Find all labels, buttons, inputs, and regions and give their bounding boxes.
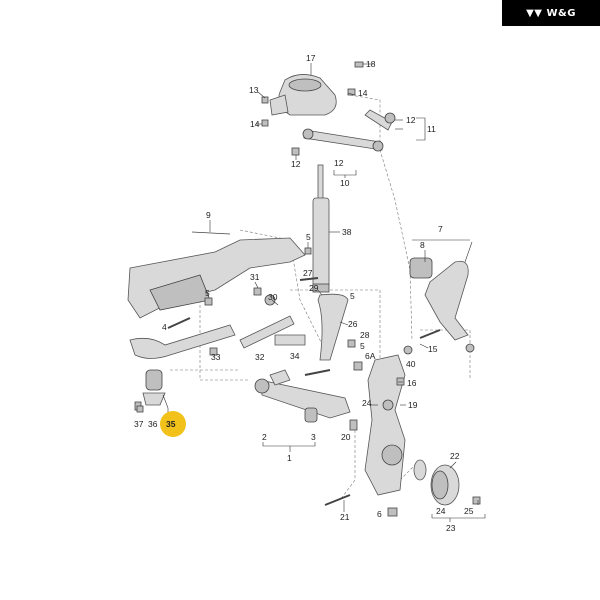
callout-3: 3: [311, 432, 316, 442]
callout-31: 31: [250, 272, 260, 282]
callout-8: 8: [420, 240, 425, 250]
callout-12-mid: 12: [334, 158, 344, 168]
logo-mark: ▼▼: [526, 7, 543, 19]
wheel-hub: [413, 459, 460, 506]
group-brackets: [262, 117, 486, 522]
callout-17: 17: [306, 53, 316, 63]
callout-5-bottom: 5: [360, 341, 365, 351]
callout-27: 27: [303, 268, 313, 278]
steering-knuckle: [364, 354, 406, 496]
callout-14-top: 14: [358, 88, 368, 98]
logo-text: W&G: [546, 7, 576, 19]
bolts: [136, 61, 481, 517]
callout-9: 9: [206, 210, 211, 220]
callout-23: 23: [446, 523, 456, 533]
callout-5-top: 5: [306, 232, 311, 242]
callout-29: 29: [309, 283, 319, 293]
callout-35: 35: [166, 419, 176, 429]
callout-24-upper: 24: [362, 398, 372, 408]
callout-5-left: 5: [205, 288, 210, 298]
shock-absorber: [312, 164, 330, 293]
highlight-circle: [160, 411, 186, 437]
callout-26: 26: [348, 319, 358, 329]
callout-12-left: 12: [291, 159, 301, 169]
callout-25: 25: [464, 506, 474, 516]
callout-38: 38: [342, 227, 352, 237]
link-arms: [239, 293, 349, 361]
callout-7: 7: [438, 224, 443, 234]
callout-10: 10: [340, 178, 350, 188]
callout-6: 6: [377, 509, 382, 519]
callout-22: 22: [450, 451, 460, 461]
callout-37: 37: [134, 419, 144, 429]
callout-1: 1: [287, 453, 292, 463]
callout-4: 4: [162, 322, 167, 332]
callout-16: 16: [407, 378, 417, 388]
callout-36: 36: [148, 419, 158, 429]
strut-top-mount: [269, 74, 337, 116]
callout-labels: 17 18 13 14 14 12 11 12 12 10 9 38 5 7 8…: [134, 53, 474, 533]
callout-21: 21: [340, 512, 350, 522]
callout-30: 30: [268, 292, 278, 302]
callout-15: 15: [428, 344, 438, 354]
leader-lines: [162, 63, 479, 512]
brand-logo: ▼▼ W&G: [502, 0, 600, 26]
callout-6a: 6A: [365, 351, 376, 361]
callout-13: 13: [249, 85, 259, 95]
callout-28: 28: [360, 330, 370, 340]
callout-32: 32: [255, 352, 265, 362]
callout-2: 2: [262, 432, 267, 442]
bushing-part-35: [134, 369, 166, 411]
callout-33: 33: [211, 352, 221, 362]
callout-12-right: 12: [406, 115, 416, 125]
callout-11: 11: [427, 124, 436, 134]
front-wishbone: [409, 257, 469, 341]
callout-24-lower: 24: [436, 506, 446, 516]
callout-40: 40: [406, 359, 416, 369]
upper-control-arms: [302, 109, 396, 152]
callout-34: 34: [290, 351, 300, 361]
callout-18: 18: [366, 59, 376, 69]
callout-14-left: 14: [250, 119, 260, 129]
callout-19: 19: [408, 400, 418, 410]
callout-5-right: 5: [350, 291, 355, 301]
lower-control-arms: [254, 369, 351, 423]
front-subframe: [127, 237, 306, 359]
callout-20: 20: [341, 432, 351, 442]
